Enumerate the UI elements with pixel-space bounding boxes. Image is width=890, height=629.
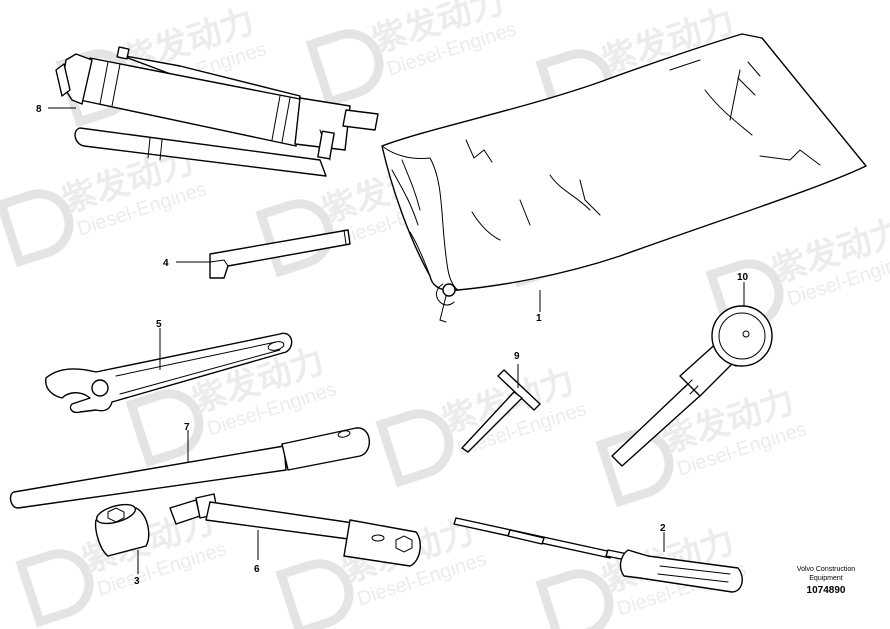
drawing-info: Volvo Construction Equipment 1074890 bbox=[797, 566, 855, 596]
grease-gun bbox=[55, 46, 379, 177]
hex-key bbox=[209, 229, 351, 279]
socket bbox=[94, 503, 150, 557]
callout-6: 6 bbox=[254, 564, 260, 575]
callout-1: 1 bbox=[536, 313, 542, 324]
callout-7: 7 bbox=[184, 422, 190, 433]
publisher-line-1: Volvo Construction bbox=[797, 566, 855, 573]
callout-5: 5 bbox=[156, 319, 162, 330]
socket-extension bbox=[169, 493, 421, 567]
callout-8: 8 bbox=[36, 104, 42, 115]
callout-9: 9 bbox=[514, 351, 520, 362]
pressure-gauge bbox=[611, 305, 773, 467]
drawing-number: 1074890 bbox=[807, 585, 846, 596]
watermark: 紫发动力 Diesel-Engines bbox=[305, 0, 519, 108]
screwdriver bbox=[453, 517, 743, 593]
t-handle-key bbox=[461, 369, 541, 453]
callout-2: 2 bbox=[660, 523, 666, 534]
watermark: 紫发动力 Diesel-Engines bbox=[375, 361, 589, 488]
tommy-bar bbox=[9, 427, 370, 509]
callout-3: 3 bbox=[134, 576, 140, 587]
callout-4: 4 bbox=[163, 258, 169, 269]
publisher-line-2: Equipment bbox=[809, 575, 843, 582]
adjustable-wrench bbox=[45, 332, 293, 414]
tool-bag bbox=[381, 33, 867, 323]
callout-10: 10 bbox=[737, 272, 749, 283]
